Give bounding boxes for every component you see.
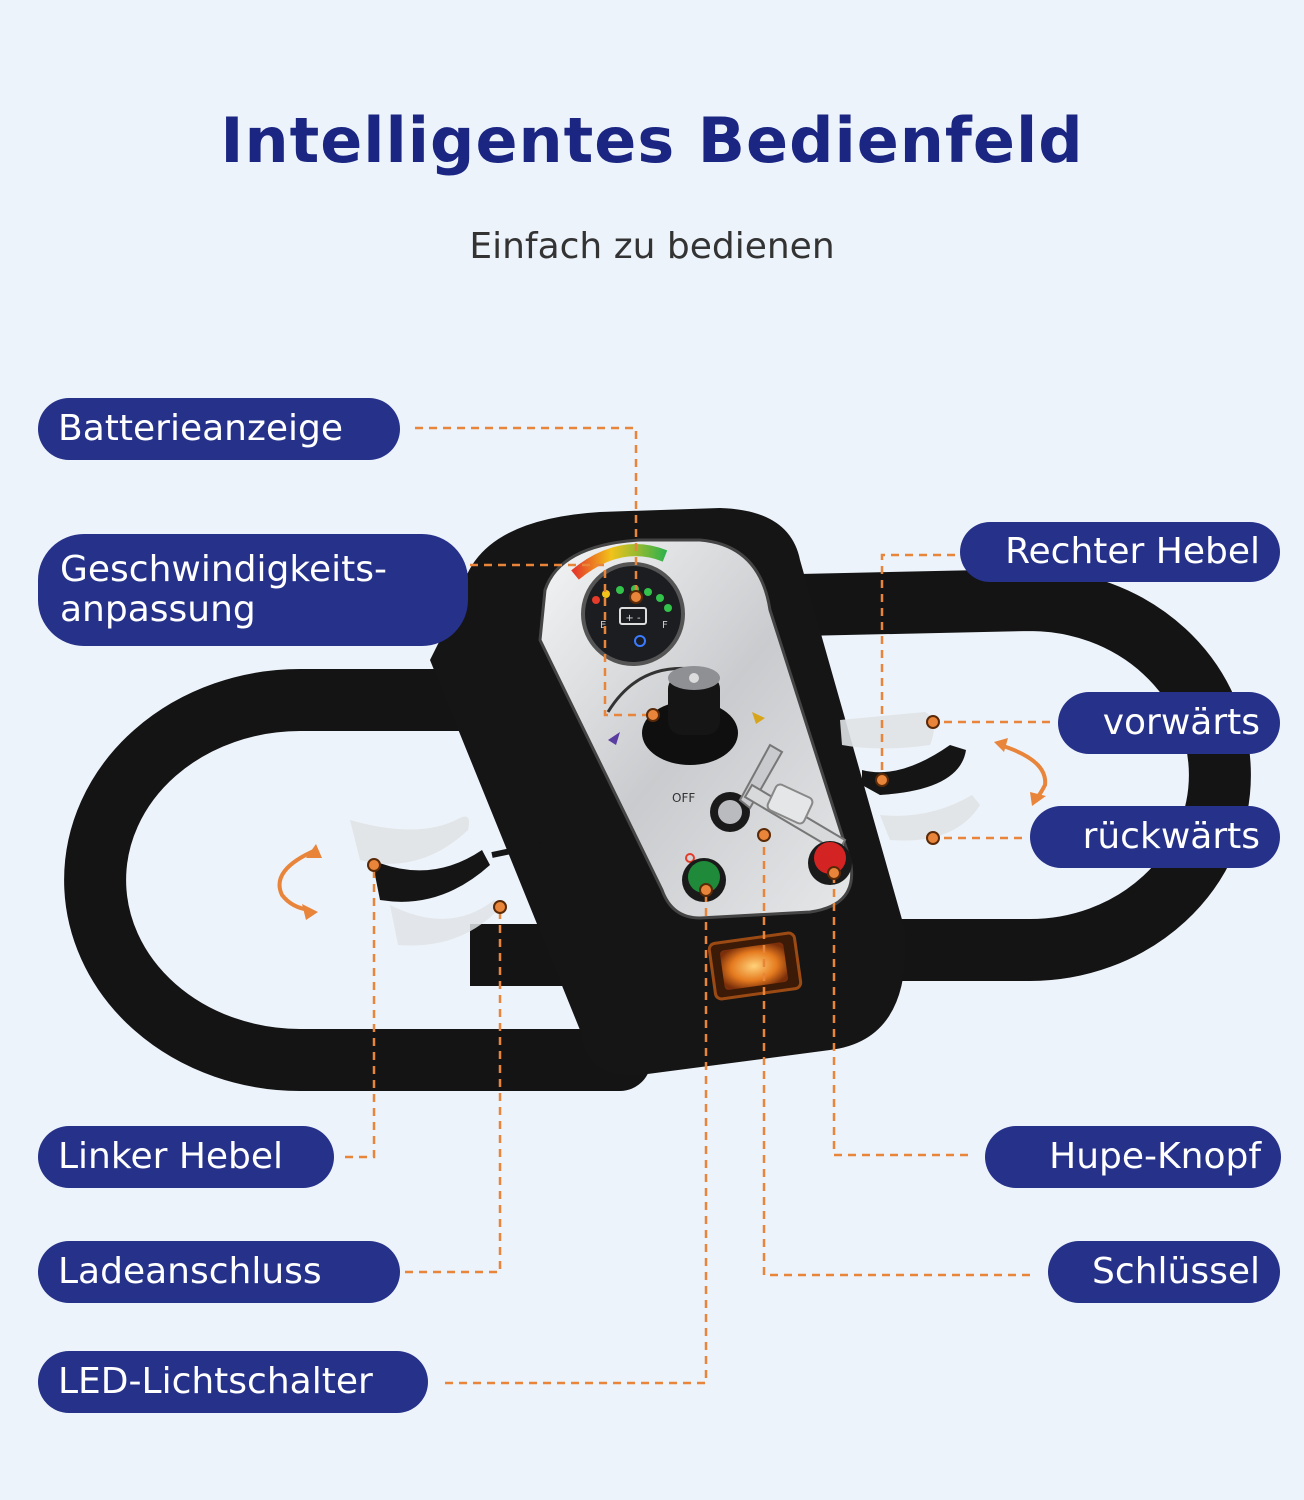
- label-charge-port: Ladeanschluss: [38, 1241, 400, 1303]
- label-battery-text: Batterieanzeige: [58, 408, 344, 450]
- label-led-switch-text: LED-Lichtschalter: [58, 1361, 373, 1403]
- label-backward-text: rückwärts: [1082, 816, 1260, 858]
- label-charge-port-text: Ladeanschluss: [58, 1251, 322, 1293]
- page-subtitle: Einfach zu bedienen: [469, 226, 835, 267]
- label-key-text: Schlüssel: [1092, 1251, 1260, 1293]
- battery-display: + - E F: [581, 562, 685, 666]
- label-forward-text: vorwärts: [1102, 702, 1260, 744]
- ignition-key: OFF: [672, 743, 847, 854]
- levers: [350, 712, 980, 946]
- panel-buttons: [682, 841, 852, 902]
- direction-arrows: [277, 738, 1048, 920]
- label-battery-indicator: Batterieanzeige: [38, 398, 400, 460]
- speed-arc-bar: [571, 544, 668, 580]
- label-key: Schlüssel: [1048, 1241, 1280, 1303]
- label-left-lever: Linker Hebel: [38, 1126, 334, 1188]
- speed-knob: [606, 666, 765, 765]
- leader-lines: [345, 426, 1050, 1385]
- label-led-switch: LED-Lichtschalter: [38, 1351, 428, 1413]
- page-title: Intelligentes Bedienfeld: [220, 104, 1084, 177]
- label-forward: vorwärts: [1058, 692, 1280, 754]
- label-right-lever: Rechter Hebel: [960, 522, 1280, 582]
- battery-full-mark: F: [662, 620, 668, 631]
- label-speed-line1: Geschwindigkeits-: [60, 549, 387, 590]
- battery-empty-mark: E: [600, 620, 606, 631]
- off-label: OFF: [672, 791, 695, 805]
- label-horn-button: Hupe-Knopf: [985, 1126, 1281, 1188]
- label-speed-line2: anpassung: [60, 589, 256, 630]
- label-right-lever-text: Rechter Hebel: [1005, 531, 1260, 573]
- label-left-lever-text: Linker Hebel: [58, 1136, 284, 1178]
- label-horn-text: Hupe-Knopf: [1049, 1136, 1261, 1178]
- controller-chip: [707, 931, 803, 1001]
- leader-dots: [367, 590, 940, 914]
- label-backward: rückwärts: [1030, 806, 1280, 868]
- battery-symbol: + -: [625, 613, 641, 624]
- label-speed-adjustment: Geschwindigkeits- anpassung: [38, 534, 468, 646]
